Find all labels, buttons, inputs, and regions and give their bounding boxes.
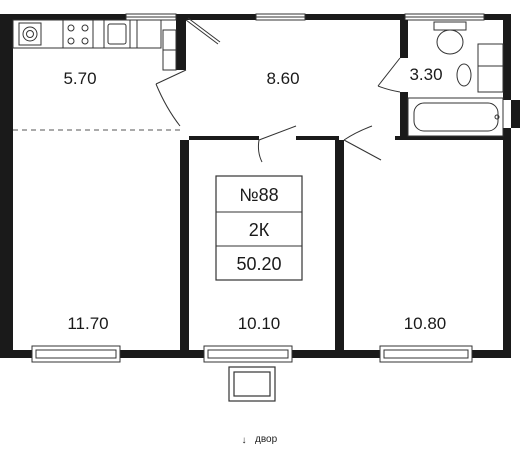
stove	[62, 19, 94, 49]
washer	[477, 43, 504, 93]
down-arrow-icon: ↓	[242, 435, 247, 446]
balcony	[228, 366, 276, 402]
bathroom-fixtures	[407, 21, 504, 137]
apartment-number: №88	[239, 185, 278, 205]
apartment-area: 50.20	[236, 254, 281, 274]
room-area-bedroom-mid: 10.10	[238, 314, 281, 333]
bottom-windows	[31, 345, 473, 363]
room-area-bedroom-right: 10.80	[404, 314, 447, 333]
apartment-info-box: №88 2К 50.20	[215, 175, 303, 281]
bath-sink	[456, 63, 472, 87]
doors	[155, 17, 401, 163]
room-area-bath: 3.30	[409, 65, 442, 84]
room-area-kitchen: 5.70	[63, 69, 96, 88]
fridge	[136, 19, 162, 49]
toilet-bowl	[436, 29, 464, 55]
room-area-living: 11.70	[67, 314, 108, 333]
kitchen-fixtures	[12, 19, 177, 71]
spiral-icon	[18, 22, 42, 46]
toilet-tank	[433, 21, 467, 31]
top-windows	[125, 13, 485, 21]
room-area-hall: 8.60	[266, 69, 299, 88]
orientation-label: ↓ двор	[242, 434, 278, 446]
sink	[103, 19, 131, 49]
apartment-type: 2К	[249, 220, 270, 240]
orientation-text: двор	[255, 434, 278, 445]
interior-walls	[176, 20, 503, 350]
window-bottom-right	[379, 345, 473, 363]
window-bottom-left	[31, 345, 121, 363]
outer-walls	[0, 14, 520, 358]
bathtub	[407, 97, 504, 137]
window-bottom-mid	[203, 345, 293, 363]
